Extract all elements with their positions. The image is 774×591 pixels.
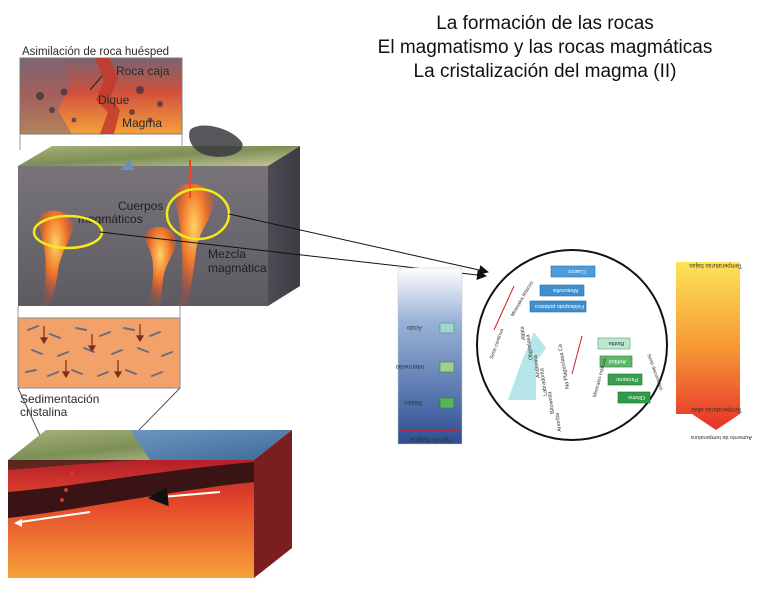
- magma-basic-label: Básico: [403, 399, 422, 405]
- box-biotita: [597, 337, 631, 350]
- box-cuarzo: [550, 265, 596, 278]
- magma-intermediate-label: Intermedio: [395, 363, 424, 369]
- rising-magma-dots: [58, 472, 74, 502]
- mineral-moscovita: Moscovita: [552, 287, 578, 293]
- label-cuerpos: Cuerpos: [118, 199, 163, 213]
- svg-text:Andesina: Andesina: [533, 354, 542, 378]
- temp-high-label: Temperaturas altas: [691, 406, 742, 412]
- inset-assimilation: Asimilación de roca huésped Roca caja Di…: [19, 46, 183, 135]
- svg-text:Labradorita: Labradorita: [539, 367, 549, 396]
- volcanic-smoke: [189, 125, 243, 157]
- felsic-trend-line: [493, 285, 515, 331]
- label-magma: Magma: [122, 116, 162, 130]
- label-mezcla: Mezcla: [208, 247, 246, 261]
- mineral-cuarzo: Cuarzo: [568, 268, 586, 274]
- subducting-plate: [8, 462, 254, 518]
- ocean-surface: [130, 430, 292, 460]
- mineral-biotita: Biotita: [608, 340, 624, 346]
- svg-text:Albita: Albita: [519, 325, 527, 340]
- plagioclase-arrow: [508, 332, 546, 400]
- box-feldespato: [529, 300, 587, 313]
- svg-text:Anortita: Anortita: [555, 412, 564, 433]
- magma-acid-label: Ácido: [406, 324, 422, 331]
- inset-heading: Asimilación de roca huésped: [22, 46, 169, 58]
- mineral-feldespato: Feldespato potásico: [535, 303, 584, 309]
- crust-block: Cuerpos magmáticos Mezcla magmática: [18, 125, 300, 306]
- box-olivino: [617, 391, 651, 404]
- magma-plume-left: [37, 210, 73, 306]
- box-anfibol: [599, 355, 633, 368]
- box-moscovita: [539, 284, 585, 297]
- inset-sedimentation: Sedimentación cristalina: [17, 317, 181, 419]
- plagioclase-list: Albita Oligoclasa Andesina Labradorita B…: [519, 325, 563, 432]
- magma-plume-mix: [144, 226, 177, 306]
- subduction-block: [8, 430, 292, 578]
- temp-axis-label: Aumento de temperatura: [690, 434, 752, 440]
- magma-type-bar: Tipo de magma Ácido Intermedio Básico: [395, 267, 463, 445]
- title-line-1: La formación de las rocas: [436, 13, 654, 34]
- dike-shape: [95, 58, 120, 134]
- label-cristalina: cristalina: [20, 405, 68, 419]
- lake-shape: [120, 160, 134, 170]
- title-line-3: La cristalización del magma (II): [413, 61, 677, 82]
- label-sedimentacion: Sedimentación: [20, 392, 99, 406]
- bowen-circle: Cuarzo Moscovita Feldespato potásico Bio…: [476, 249, 668, 441]
- dike-pointer: [89, 75, 103, 91]
- magma-plume-center: [174, 183, 214, 306]
- plate-motion-arrow: [148, 486, 221, 507]
- magma-type-label: Tipo de magma: [410, 436, 452, 442]
- plate-motion-arrow-2: [19, 511, 91, 523]
- temp-low-label: Temperaturas bajas: [689, 262, 742, 268]
- title-line-2: El magmatismo y las rocas magmáticas: [377, 37, 713, 58]
- label-dique: Dique: [98, 93, 130, 107]
- label-magmatica: magmática: [208, 261, 267, 275]
- temperature-bar: Temperaturas bajas Temperaturas altas Au…: [676, 262, 752, 440]
- mineral-olivino: Olivino: [628, 394, 645, 400]
- label-roca-caja: Roca caja: [116, 64, 170, 78]
- page-title: La formación de las rocas El magmatismo …: [340, 12, 750, 84]
- host-rock-fragments: [36, 86, 163, 123]
- svg-text:Bitownita: Bitownita: [547, 390, 556, 414]
- box-piroxeno: [607, 373, 643, 386]
- zoom-arrow-center: [228, 213, 489, 275]
- mineral-anfibol: Anfíbol: [609, 358, 626, 364]
- mafic-trend-line: [571, 335, 583, 375]
- svg-text:Oligoclasa: Oligoclasa: [525, 333, 535, 360]
- mineral-piroxeno: Piroxeno: [616, 376, 638, 382]
- settling-arrows: [39, 324, 145, 379]
